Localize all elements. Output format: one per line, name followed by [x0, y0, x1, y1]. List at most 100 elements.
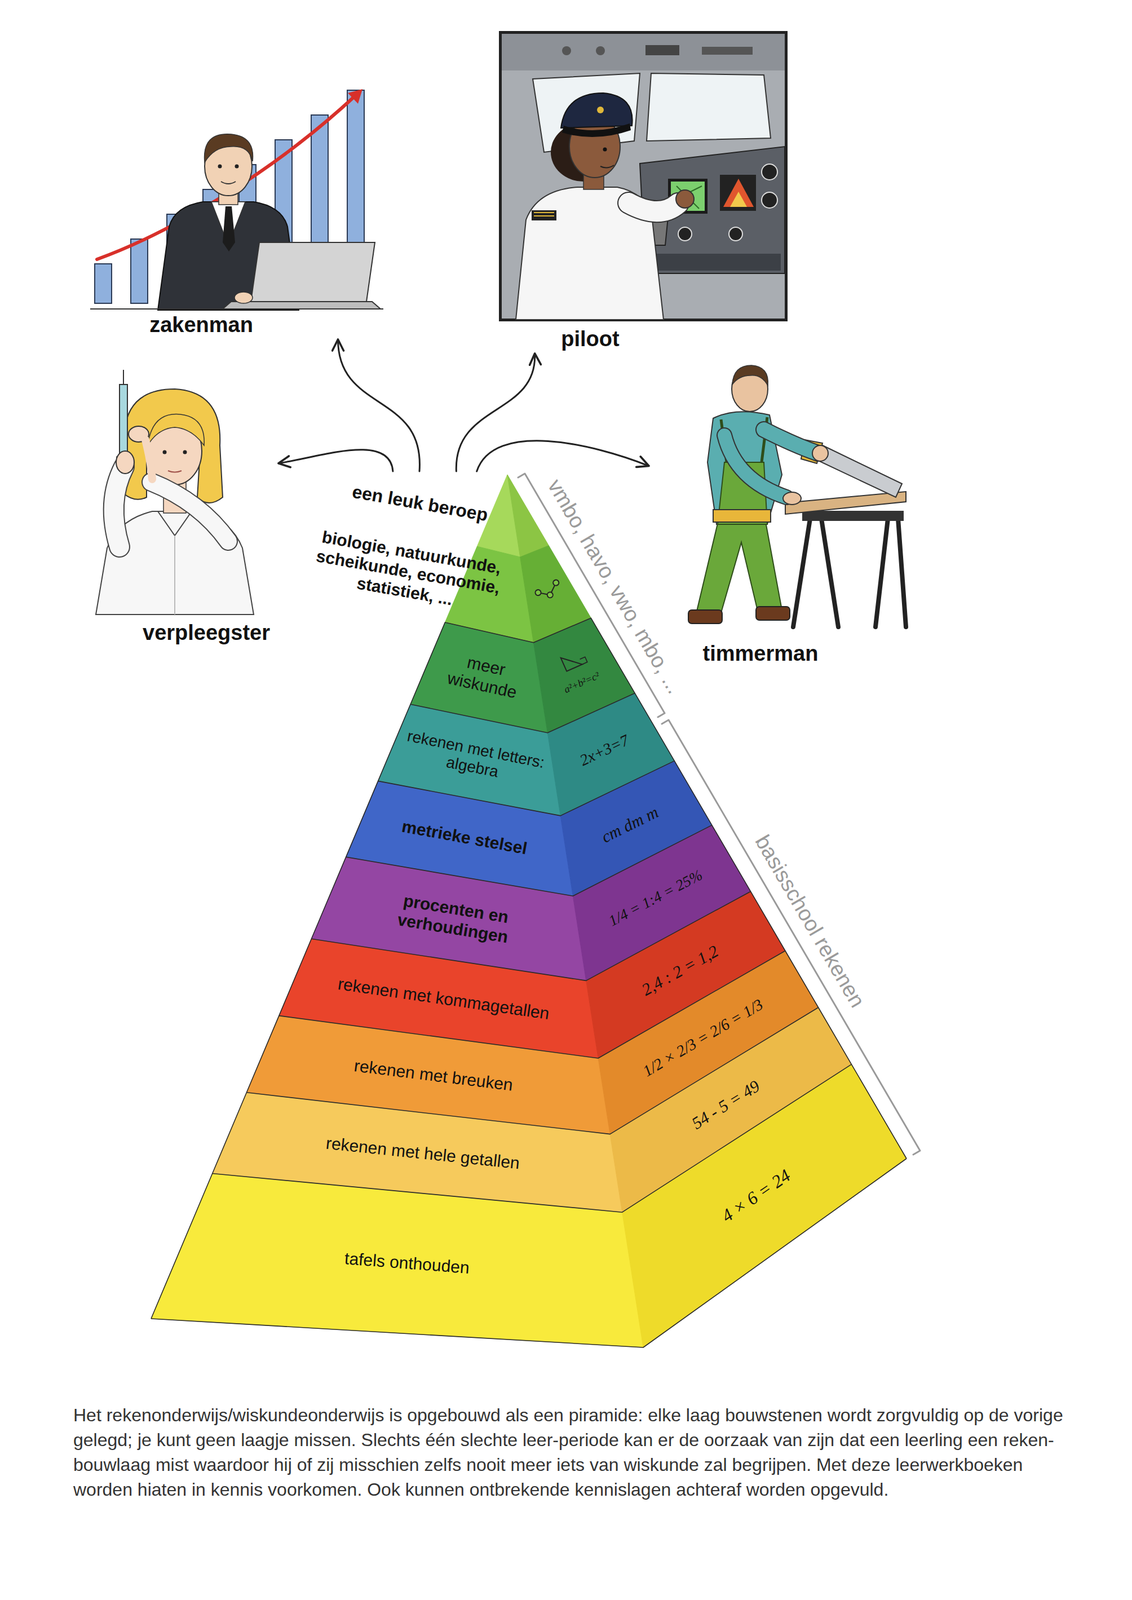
graph-dot — [534, 589, 542, 597]
caption: Het rekenonderwijs/wiskundeonderwijs is … — [73, 1402, 1072, 1502]
band-edge — [151, 1064, 907, 1319]
graph-icon — [533, 578, 563, 603]
drawing-part — [713, 509, 771, 523]
drawing-part — [235, 164, 240, 169]
drawing-part — [151, 482, 229, 542]
drawing-part — [560, 93, 633, 128]
drawing-part — [651, 253, 781, 271]
drawing-part — [162, 450, 167, 455]
drawing-part — [761, 164, 778, 180]
profession-illustration — [84, 366, 277, 615]
band-edge — [311, 825, 751, 940]
drawing-part — [732, 365, 768, 386]
drawing-part — [730, 191, 747, 207]
drawing-part — [724, 435, 787, 498]
band-edge — [346, 761, 713, 858]
drawing-part — [501, 33, 785, 71]
pyramid-band: tafels onthouden4 × 6 = 24 — [147, 1060, 910, 1351]
drawing-part — [628, 202, 679, 212]
drawing-part — [151, 482, 229, 542]
drawing-part — [595, 46, 605, 56]
drawing-part — [628, 202, 679, 212]
drawing-part — [728, 227, 743, 241]
drawing-part — [783, 492, 802, 505]
triangle-shape — [560, 651, 583, 672]
picture-caption: piloot — [560, 326, 619, 352]
drawing-part — [755, 606, 790, 621]
drawing-part — [167, 470, 182, 473]
drawing-part — [597, 106, 604, 114]
drawing-part — [531, 210, 557, 221]
drawing-part — [802, 510, 904, 521]
drawing-part — [763, 429, 818, 454]
triangle-square — [580, 656, 588, 665]
drawing-part — [562, 123, 631, 137]
band-edge — [151, 1158, 907, 1348]
drawing-part — [113, 466, 125, 547]
profession-picture: zakenman — [87, 71, 386, 340]
drawing-part — [122, 369, 125, 385]
profession-illustration — [90, 73, 384, 311]
drawing-part — [145, 439, 153, 480]
drawing-part — [222, 206, 236, 252]
drawing-part — [157, 511, 192, 536]
band-front-face — [151, 1173, 644, 1348]
drawing-part — [719, 174, 756, 211]
connector-arrow — [278, 449, 393, 472]
connector-arrow — [476, 440, 649, 472]
drawing-part — [204, 134, 254, 163]
drawing-part — [130, 239, 148, 304]
profession-picture: verpleegster — [82, 364, 279, 648]
triangle-icon — [560, 648, 588, 672]
drawing-part — [94, 263, 112, 304]
profession-illustration — [651, 349, 911, 632]
drawing-part — [90, 308, 384, 310]
drawing-part — [724, 435, 787, 498]
profession-picture: piloot — [496, 28, 790, 354]
band-label: biologie, natuurkunde, scheikunde, econo… — [297, 523, 519, 619]
drawing-part — [600, 165, 614, 168]
drawing-part — [347, 89, 363, 104]
drawing-part — [147, 414, 205, 446]
drawing-part — [678, 227, 692, 241]
band-side-face — [622, 1064, 907, 1348]
graph-dot — [552, 578, 560, 587]
drawing-part — [793, 518, 906, 627]
drawing-part — [116, 450, 135, 474]
drawing-part — [174, 535, 176, 615]
profession-illustration — [498, 31, 788, 322]
drawing-part — [645, 45, 680, 56]
drawing-part — [688, 609, 723, 624]
band-side-face — [507, 474, 549, 557]
picture-caption: verpleegster — [142, 620, 271, 645]
picture-caption: timmerman — [702, 640, 819, 666]
drawing-part — [812, 445, 829, 462]
band-shape — [149, 1062, 908, 1349]
band-label: een leuk beroep — [350, 481, 490, 526]
drawing-part — [250, 242, 375, 302]
drawing-part — [701, 46, 753, 55]
graph-dot — [546, 591, 554, 599]
drawing-part — [675, 189, 694, 209]
band-edge — [410, 617, 635, 705]
drawing-part — [119, 384, 128, 457]
drawing-part — [500, 32, 787, 321]
profession-picture: timmerman — [648, 347, 913, 669]
drawing-part — [234, 292, 253, 304]
drawing-part — [96, 95, 356, 260]
connector-arrow — [456, 353, 535, 472]
drawing-part — [723, 178, 754, 207]
drawing-part — [183, 450, 188, 455]
drawing-part — [533, 212, 555, 216]
drawing-part — [218, 164, 223, 169]
drawing-part — [113, 466, 125, 547]
drawing-part — [220, 181, 236, 184]
drawing-part — [673, 186, 702, 209]
drawing-part — [761, 192, 778, 209]
drawing-part — [562, 46, 572, 56]
drawing-part — [696, 518, 782, 617]
drawing-part — [785, 491, 906, 515]
drawing-part — [646, 73, 771, 141]
connector-arrow — [338, 339, 420, 472]
